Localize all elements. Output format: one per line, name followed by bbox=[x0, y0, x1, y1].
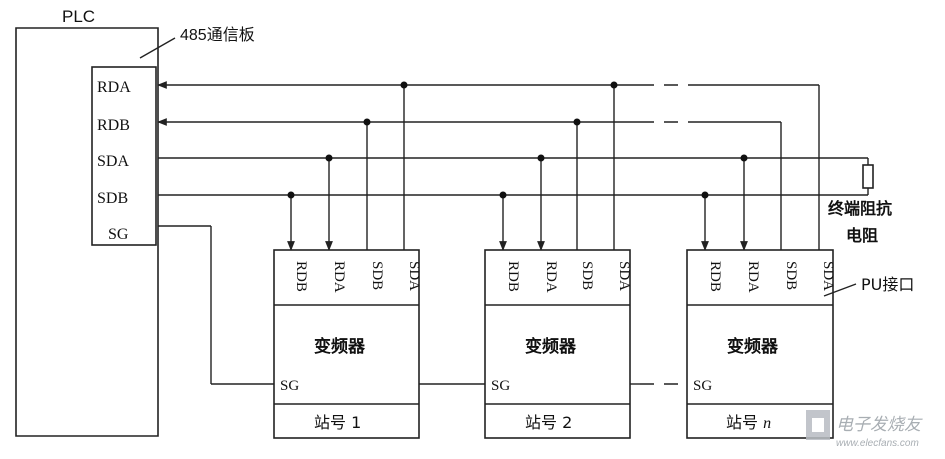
plc-box bbox=[15, 27, 159, 437]
resistor-label-line2: 电阻 bbox=[846, 226, 878, 245]
board-terminal-rdb: RDB bbox=[97, 117, 130, 134]
pu-interface-label: PU接口 bbox=[861, 275, 914, 294]
board-terminal-sdb: SDB bbox=[97, 190, 128, 207]
watermark-logo-icon bbox=[806, 410, 830, 440]
pu-callout-line bbox=[823, 283, 857, 297]
board-terminal-rda: RDA bbox=[97, 79, 131, 96]
station-label: 站号 2 bbox=[525, 413, 572, 432]
inverter-terminal-sda: SDA bbox=[820, 261, 836, 291]
plc-title: PLC bbox=[62, 7, 95, 26]
inverter-title: 变频器 bbox=[314, 336, 366, 357]
inverter-terminal-sda: SDA bbox=[616, 261, 632, 291]
inverter-sg-label: SG bbox=[693, 378, 712, 394]
inverter-terminal-rda: RDA bbox=[745, 261, 761, 293]
board-callout-line bbox=[139, 37, 176, 59]
inverter-terminal-rdb: RDB bbox=[293, 261, 309, 292]
inverter-terminal-rda: RDA bbox=[543, 261, 559, 293]
terminating-resistor bbox=[862, 164, 874, 189]
inverter-sg-label: SG bbox=[491, 378, 510, 394]
inverter-terminal-rdb: RDB bbox=[707, 261, 723, 292]
board-terminal-sda: SDA bbox=[97, 153, 129, 170]
inverter-terminal-rdb: RDB bbox=[505, 261, 521, 292]
watermark-url: www.elecfans.com bbox=[836, 438, 919, 449]
board-485 bbox=[91, 66, 157, 246]
station-label: 站号 1 bbox=[314, 413, 361, 432]
inverter-station-n: RDB RDA SDB SDA 变频器 SG 站号 n bbox=[686, 249, 836, 439]
inverter-terminal-sdb: SDB bbox=[369, 261, 385, 290]
inverter-terminal-sda: SDA bbox=[406, 261, 422, 291]
board-terminal-sg: SG bbox=[108, 226, 129, 243]
inverter-terminal-sdb: SDB bbox=[783, 261, 799, 290]
station-2-drops bbox=[499, 81, 618, 251]
inverter-title: 变频器 bbox=[525, 336, 577, 357]
inverter-title: 变频器 bbox=[727, 336, 779, 357]
inverter-station-1: RDB RDA SDB SDA 变频器 SG 站号 1 bbox=[273, 249, 422, 439]
inverter-box bbox=[484, 249, 631, 439]
bus-sda bbox=[158, 157, 869, 165]
board-callout-label: 485通信板 bbox=[180, 26, 255, 44]
inverter-terminal-sdb: SDB bbox=[579, 261, 595, 290]
bus-sg bbox=[158, 225, 690, 385]
station-label-n: 站号 n bbox=[726, 413, 771, 432]
inverter-box bbox=[686, 249, 834, 439]
watermark-text: 电子发烧友 bbox=[836, 415, 923, 435]
inverter-sg-label: SG bbox=[280, 378, 299, 394]
watermark: 电子发烧友 www.elecfans.com bbox=[806, 410, 923, 449]
inverter-station-2: RDB RDA SDB SDA 变频器 SG 站号 2 bbox=[484, 249, 632, 439]
inverter-terminal-rda: RDA bbox=[331, 261, 347, 293]
bus-sdb bbox=[158, 188, 869, 196]
resistor-label-line1: 终端阻抗 bbox=[828, 199, 892, 218]
station-1-drops bbox=[287, 81, 408, 251]
inverter-box bbox=[273, 249, 420, 439]
station-n-drops bbox=[701, 85, 820, 251]
